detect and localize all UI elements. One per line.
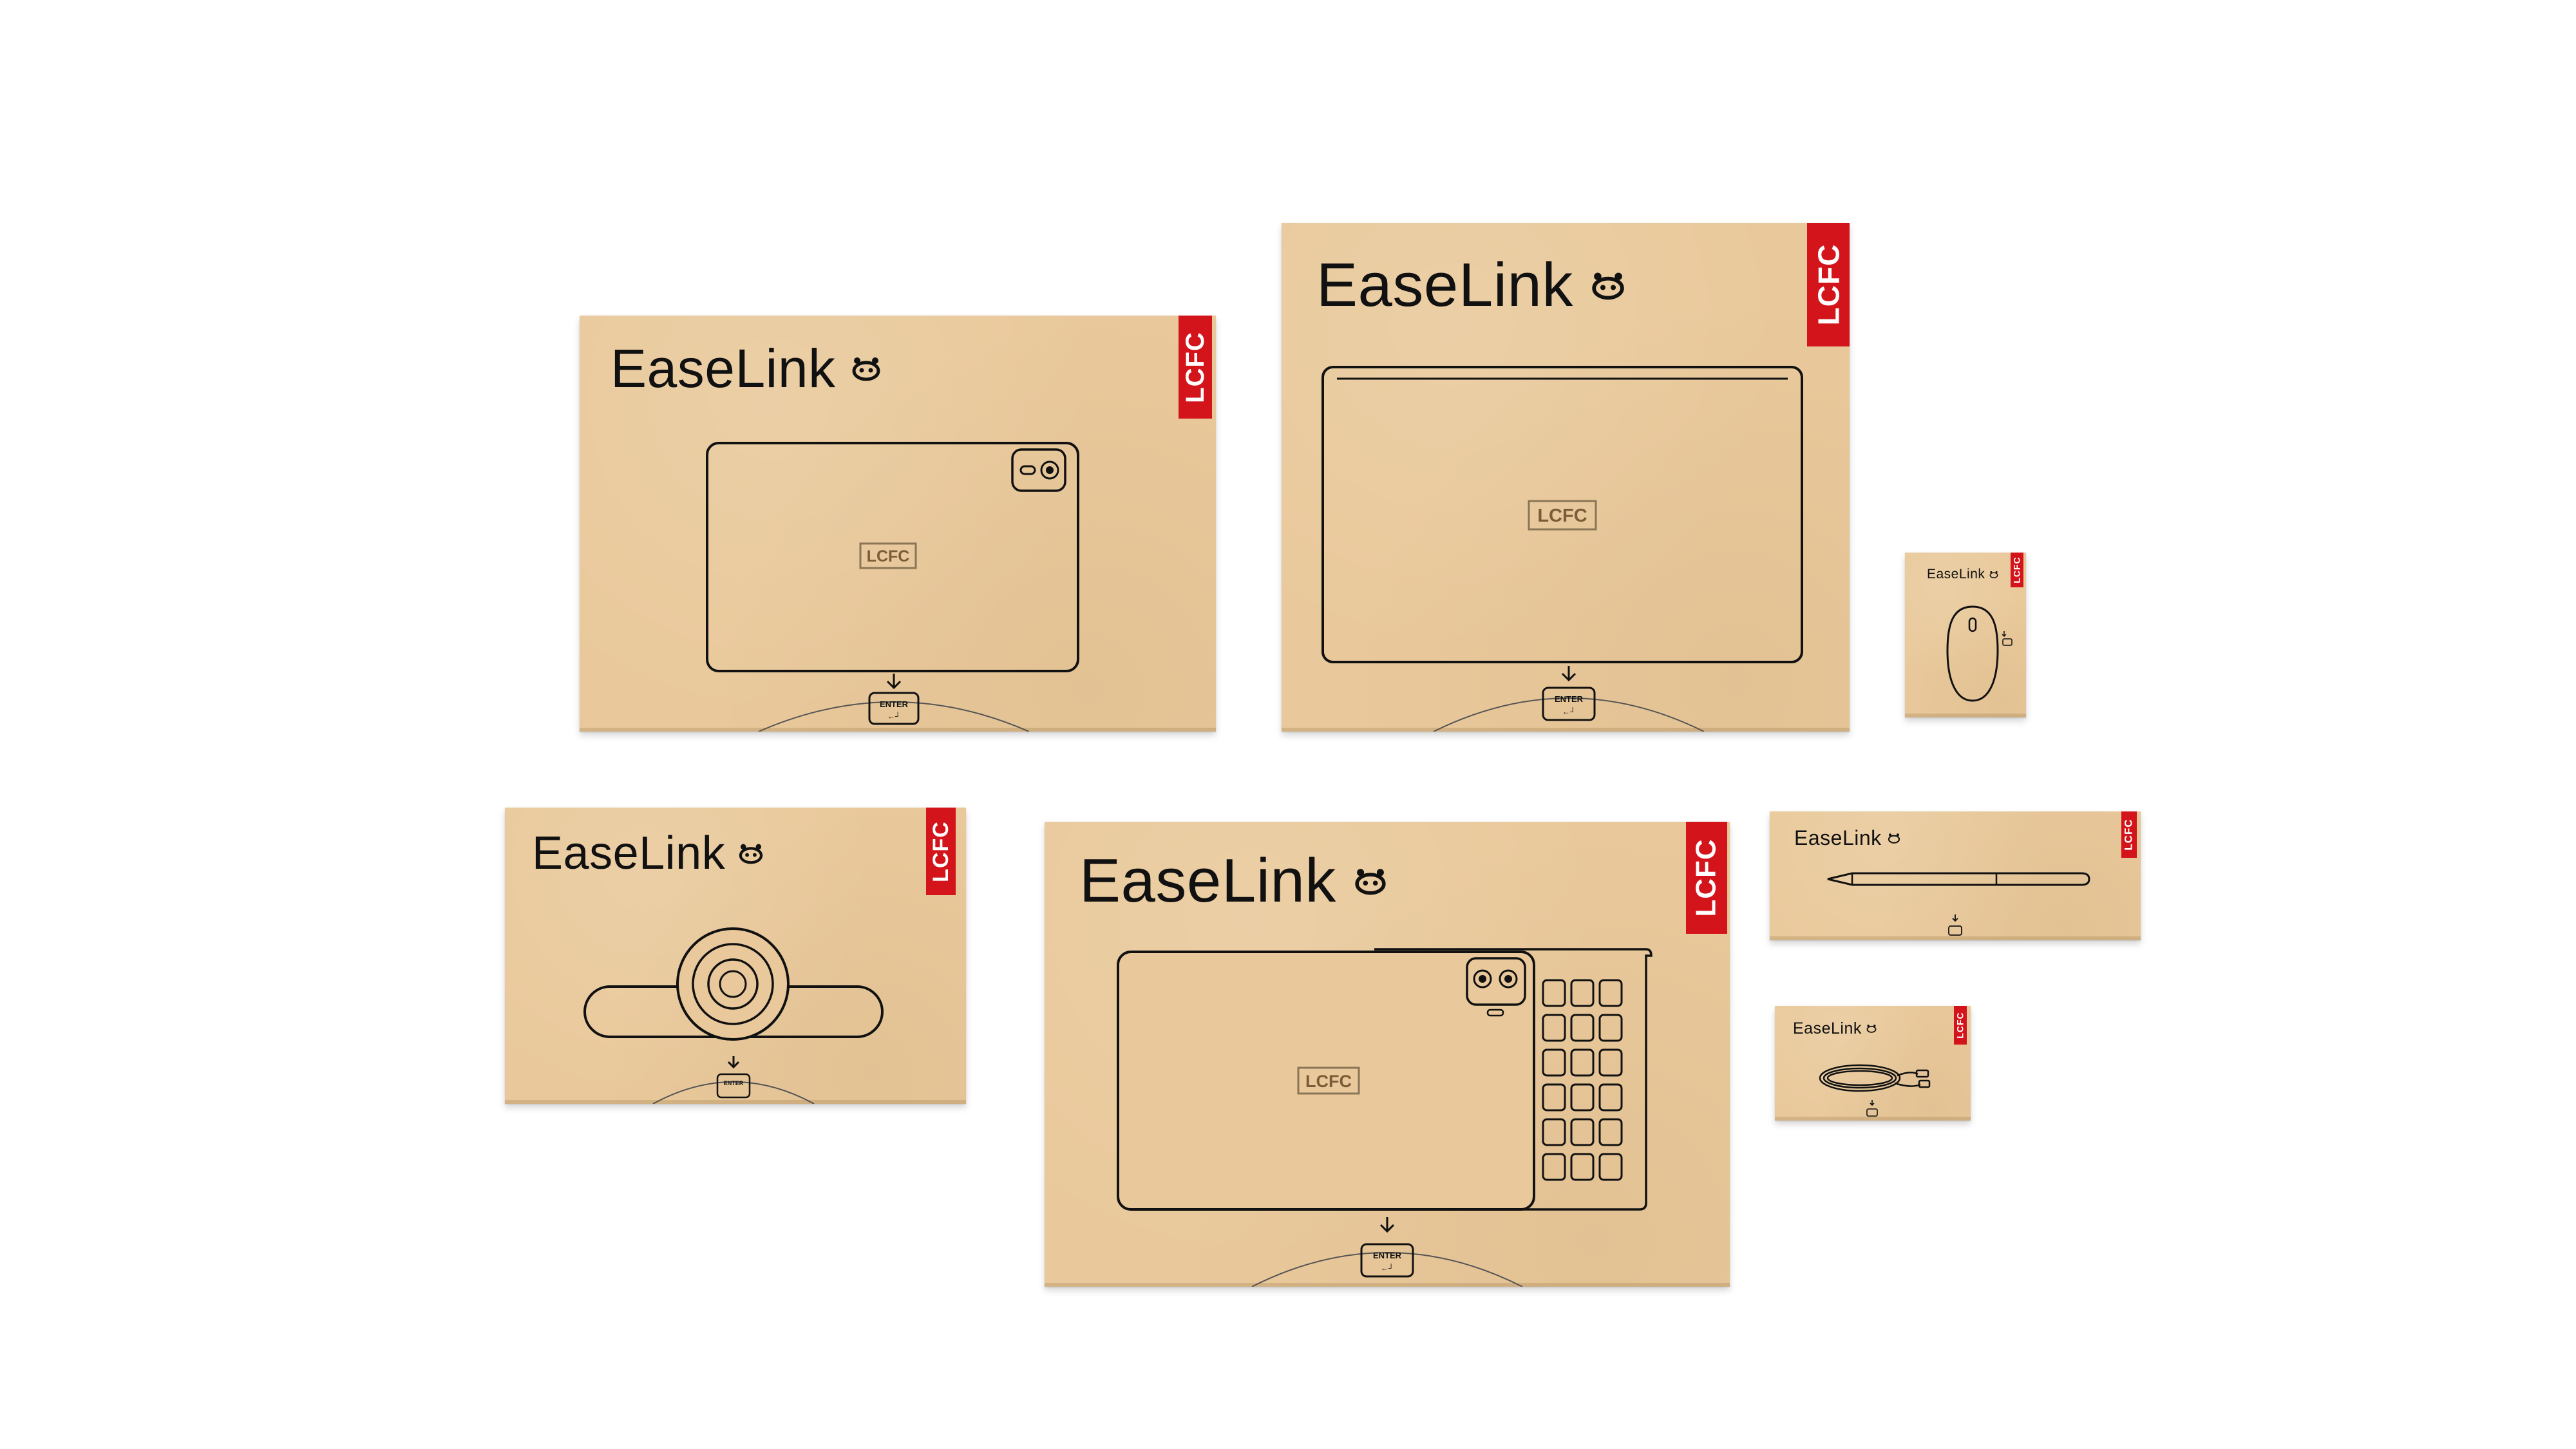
lcfc-tag-text: LCFC [928,820,953,882]
enter-key-stamp: ENTER [652,1056,815,1104]
enter-key-stamp: ENTER ←┘ [1251,1217,1523,1287]
lcfc-tag: LCFC [1954,1006,1967,1045]
enter-key-stamp [2002,631,2012,646]
enter-key-arrow: ←┘ [1562,707,1576,716]
laptop-box: EaseLink LCFC LCFC ENTER ←┘ [1282,223,1850,732]
brand-name: EaseLink [532,828,726,879]
tablet-outline-icon: LCFC [706,442,1079,672]
brand-title: EaseLink [532,824,765,882]
lcfc-tag-text: LCFC [2012,556,2023,583]
tablet-keypad-box: EaseLink LCFC LCFC ENTER ←┘ [1045,822,1730,1287]
brand-title: EaseLink [1079,845,1389,917]
lcfc-tag-text: LCFC [1812,243,1846,326]
lcfc-tag: LCFC [2011,553,2023,587]
mascot-logo-icon [1989,571,1998,578]
enter-key-arrow: ←┘ [887,712,901,721]
enter-key-label: ENTER [1373,1251,1402,1260]
brand-title: EaseLink [1927,565,1999,583]
mascot-logo-icon [1866,1025,1877,1033]
mascot-logo-icon [739,844,763,864]
cable-box: EaseLink LCFC [1775,1006,1971,1121]
enter-key-arrow: ←┘ [1381,1264,1394,1273]
stylus-outline-icon [1827,872,2090,886]
enter-key-stamp [1866,1100,1878,1117]
lcfc-tag-text: LCFC [1180,331,1209,403]
brand-name: EaseLink [1927,567,1985,582]
lcfc-tag: LCFC [1686,822,1727,934]
tablet-box: EaseLink LCFC LCFC ENTER ←┘ [580,316,1216,732]
brand-title: EaseLink [611,336,883,401]
mouse-outline-icon [1946,605,1999,702]
enter-key-stamp [1948,914,1962,936]
lcfc-tag: LCFC [2121,811,2137,858]
cable-outline-icon [1819,1064,1931,1092]
enter-key-label: ENTER [724,1080,744,1086]
laptop-outline-icon: LCFC [1321,366,1803,663]
tablet-keypad-outline-icon: LCFC [1117,948,1653,1211]
brand-name: EaseLink [1316,251,1573,319]
brand-name: EaseLink [1793,1019,1862,1037]
mascot-logo-icon [1355,869,1386,895]
lcfc-tag: LCFC [1807,223,1850,346]
device-lcfc-mark: LCFC [867,547,910,565]
brand-title: EaseLink [1316,250,1627,321]
mascot-logo-icon [852,357,880,381]
mouse-box: EaseLink LCFC [1905,553,2026,717]
brand-name: EaseLink [1794,826,1882,849]
brand-title: EaseLink [1794,824,1901,851]
lcfc-tag: LCFC [926,808,956,895]
mascot-logo-icon [1592,272,1624,300]
brand-name: EaseLink [1079,846,1336,915]
brand-name: EaseLink [611,337,836,399]
enter-key-stamp: ENTER ←┘ [1433,666,1705,732]
lcfc-tag-text: LCFC [1690,838,1722,917]
enter-key-stamp: ENTER ←┘ [758,674,1030,732]
camera-box: EaseLink LCFC ENTER [505,808,966,1104]
lcfc-tag-text: LCFC [1955,1012,1966,1039]
device-lcfc-mark: LCFC [1305,1072,1352,1091]
lcfc-tag-text: LCFC [2123,819,2136,851]
brand-title: EaseLink [1793,1018,1877,1039]
enter-key-label: ENTER [1555,694,1584,704]
lcfc-tag: LCFC [1179,316,1212,419]
stylus-box: EaseLink LCFC [1770,811,2141,940]
mascot-logo-icon [1888,833,1900,844]
enter-key-label: ENTER [880,699,909,709]
conference-camera-outline-icon [583,927,884,1041]
device-lcfc-mark: LCFC [1537,506,1587,526]
